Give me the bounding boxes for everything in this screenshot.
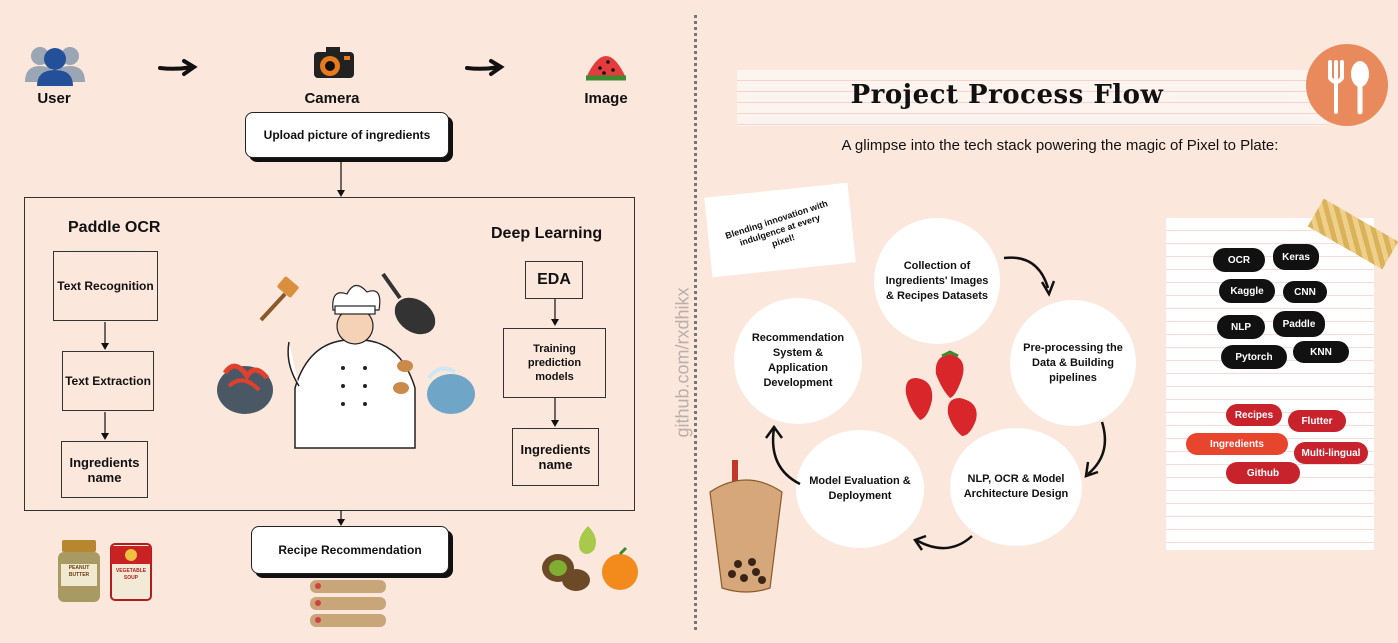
- image-label: Image: [584, 90, 628, 107]
- subtitle: A glimpse into the tech stack powering t…: [841, 137, 1279, 154]
- peanut-butter-label: PEANUT BUTTER: [68, 565, 90, 578]
- section-divider: [694, 15, 697, 630]
- strawberries-illustration: [902, 350, 982, 438]
- cycle-arrow: [913, 534, 973, 551]
- paddle-ocr-title: Paddle OCR: [68, 219, 161, 236]
- arrow-right-icon: [465, 59, 505, 76]
- chef-illustration: [215, 268, 480, 449]
- ocr-ingredients-box: Ingredients name: [61, 441, 148, 498]
- cycle-arrow: [764, 424, 801, 486]
- tag-knn: KNN: [1293, 341, 1349, 363]
- watermelon-icon: [582, 44, 630, 84]
- connector-arrow: [551, 398, 559, 427]
- tag-nlp: NLP: [1217, 315, 1265, 339]
- tag-paddle: Paddle: [1273, 311, 1325, 337]
- title-banner: [737, 70, 1327, 126]
- connector-arrow: [337, 510, 345, 526]
- tag-recipes: Recipes: [1226, 404, 1282, 426]
- cycle-step-collection: Collection of Ingredients' Images & Reci…: [874, 218, 1000, 344]
- training-box: Training prediction models: [503, 328, 606, 398]
- eda-box: EDA: [525, 261, 583, 299]
- github-watermark: github.com/rxdhikx: [672, 287, 693, 438]
- fruits-illustration: [540, 524, 640, 596]
- user-label: User: [37, 90, 71, 107]
- fork-spoon-icon: [1306, 44, 1388, 126]
- tag-kaggle: Kaggle: [1219, 279, 1275, 303]
- bubble-tea-illustration: [706, 458, 786, 594]
- cycle-step-architecture: NLP, OCR & Model Architecture Design: [950, 428, 1082, 546]
- tech-stack-card: [1166, 218, 1374, 550]
- recipe-recommendation-button[interactable]: Recipe Recommendation: [251, 526, 449, 574]
- peanut-butter-jar: PEANUT BUTTER: [56, 538, 102, 604]
- connector-arrow: [551, 299, 559, 326]
- camera-label: Camera: [304, 90, 360, 107]
- cycle-step-preprocessing: Pre-processing the Data & Building pipel…: [1010, 300, 1136, 426]
- tag-github: Github: [1226, 462, 1300, 484]
- dl-ingredients-box: Ingredients name: [512, 428, 599, 486]
- vegetable-soup-can: VEGETABLE SOUP: [109, 542, 153, 602]
- tag-flutter: Flutter: [1288, 410, 1346, 432]
- tag-pytorch: Pytorch: [1221, 345, 1287, 369]
- cycle-step-evaluation: Model Evaluation & Deployment: [796, 430, 924, 548]
- vegetable-soup-label: VEGETABLE SOUP: [115, 568, 147, 581]
- arrow-right-icon: [158, 59, 198, 76]
- connector-arrow: [101, 322, 109, 350]
- connector-arrow: [337, 160, 345, 197]
- user-icon: [22, 44, 88, 86]
- note-text: Blending innovation with indulgence at e…: [724, 197, 829, 249]
- cycle-step-recommendation: Recommendation System & Application Deve…: [734, 298, 862, 424]
- deep-learning-title: Deep Learning: [491, 225, 603, 242]
- cycle-arrow: [1084, 421, 1107, 478]
- cycle-arrow: [1003, 256, 1056, 297]
- tag-ocr: OCR: [1213, 248, 1265, 272]
- tag-multilingual: Multi-lingual: [1294, 442, 1368, 464]
- note-card: Blending innovation with indulgence at e…: [704, 182, 856, 278]
- connector-arrow: [101, 412, 109, 440]
- text-extraction-box: Text Extraction: [62, 351, 154, 411]
- tag-ingredients: Ingredients: [1186, 433, 1288, 455]
- tag-keras: Keras: [1273, 244, 1319, 270]
- text-recognition-box: Text Recognition: [53, 251, 158, 321]
- tag-cnn: CNN: [1283, 281, 1327, 303]
- upload-button[interactable]: Upload picture of ingredients: [245, 112, 449, 158]
- recipe-card-stack: [310, 578, 386, 628]
- page-title: Project Process Flow: [850, 80, 1164, 110]
- camera-icon: [312, 44, 356, 80]
- model-frame: [24, 197, 635, 511]
